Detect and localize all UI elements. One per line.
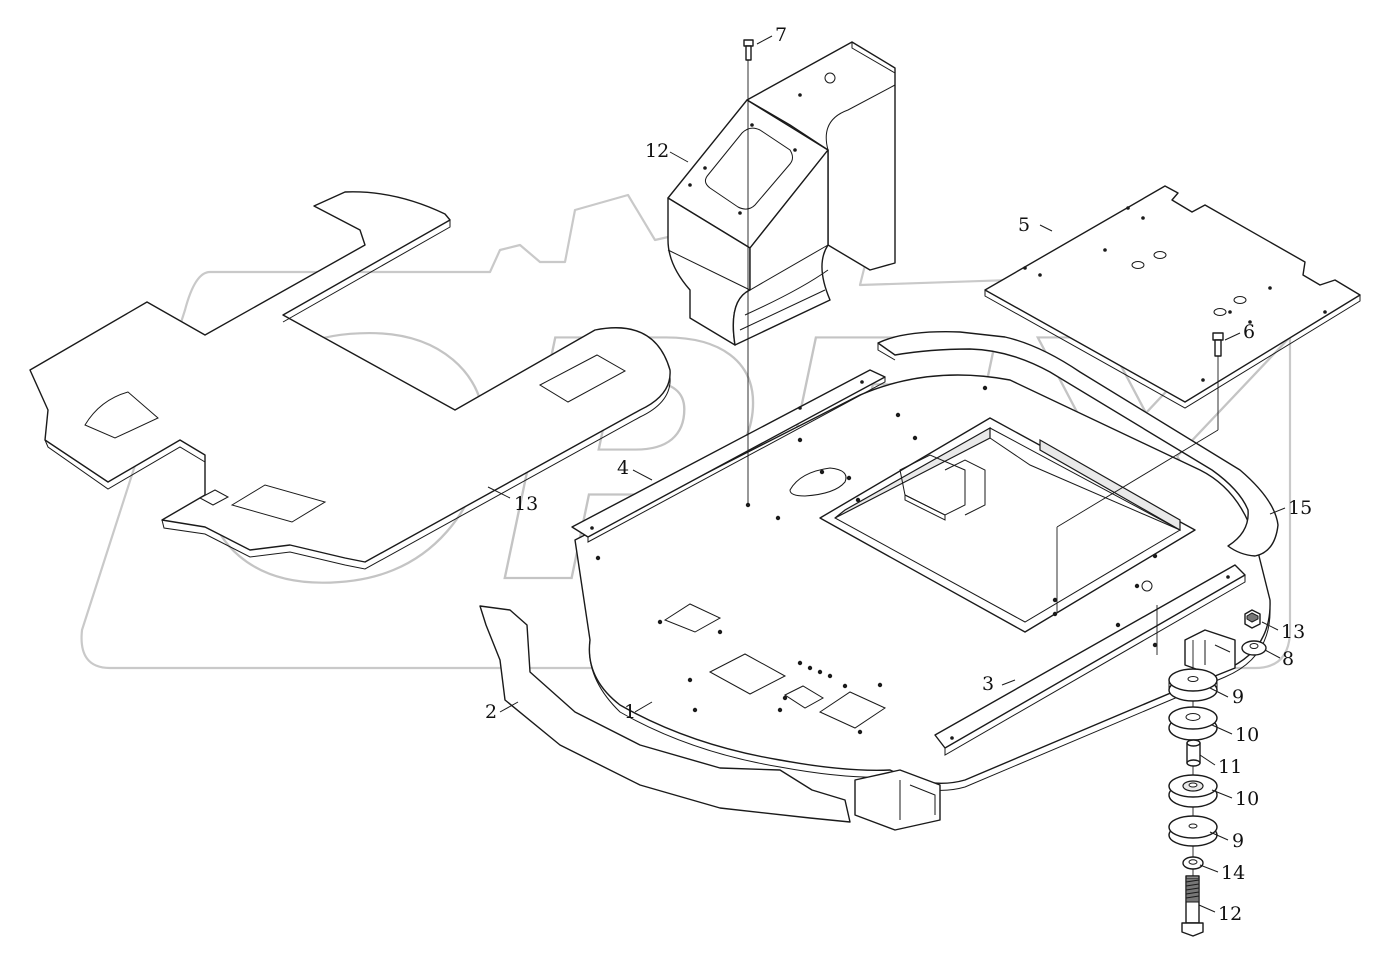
callout-7: 7 bbox=[775, 24, 787, 46]
floor-mat-cutout-oval bbox=[84, 391, 159, 439]
callout-c9a: 9 bbox=[1232, 686, 1244, 708]
callout-c2: 2 bbox=[485, 701, 497, 723]
callout-c8: 8 bbox=[1282, 648, 1294, 670]
floor-plate-bracket-front bbox=[854, 769, 941, 831]
console-top-opening bbox=[704, 127, 793, 210]
curved-rim-outline bbox=[877, 331, 1279, 557]
floor-plate-bracket-rear bbox=[1184, 629, 1236, 677]
part-7-bolt bbox=[743, 39, 754, 61]
floor-mat-outline bbox=[29, 191, 671, 563]
mount-stack bbox=[1168, 668, 1218, 937]
part-11-sleeve bbox=[1186, 739, 1201, 767]
floor-mat-edge bbox=[44, 439, 206, 490]
callout-15: 12 bbox=[645, 140, 669, 162]
part-17-curved-rim bbox=[877, 331, 1279, 557]
part-13-nut bbox=[1244, 609, 1261, 629]
callout-16: 13 bbox=[514, 493, 538, 515]
part-6-bolt bbox=[1212, 332, 1224, 357]
callout-c9b: 9 bbox=[1232, 830, 1244, 852]
part-14-small-washer bbox=[1182, 856, 1204, 870]
part-8-washer bbox=[1241, 640, 1267, 656]
part-12-long-bolt bbox=[1181, 875, 1204, 937]
part-10-upper-rubber bbox=[1168, 706, 1218, 741]
callout-4: 4 bbox=[617, 457, 629, 479]
floor-plate-cutout-1 bbox=[663, 603, 722, 633]
part-3-side-strip bbox=[934, 564, 1246, 756]
callout-17: 15 bbox=[1288, 497, 1312, 519]
part-9-lower-washer bbox=[1168, 815, 1218, 847]
console-right-face bbox=[732, 149, 831, 346]
callout-c3: 3 bbox=[982, 673, 994, 695]
callout-c10b: 10 bbox=[1235, 788, 1259, 810]
part-9-upper-washer bbox=[1168, 668, 1218, 702]
console-back-panel bbox=[746, 41, 896, 271]
part-1-floor-plate bbox=[574, 374, 1271, 831]
part-15-console-cover bbox=[667, 41, 896, 346]
part-16-floor-mat bbox=[29, 191, 671, 570]
part-4-trim-strip bbox=[571, 369, 886, 543]
part-5-cover-plate bbox=[984, 185, 1361, 409]
floor-plate-slot bbox=[789, 467, 847, 497]
callout-5: 5 bbox=[1018, 214, 1030, 236]
callout-c13: 13 bbox=[1281, 621, 1305, 643]
part-10-lower-rubber bbox=[1168, 774, 1218, 808]
callout-labels: 7 6 5 12 13 4 15 bbox=[514, 24, 1312, 519]
callout-c1: 1 bbox=[624, 701, 636, 723]
part-2-side-trim bbox=[479, 605, 851, 823]
callout-c14: 14 bbox=[1221, 862, 1245, 884]
callout-c10a: 10 bbox=[1235, 724, 1259, 746]
callout-c12: 12 bbox=[1218, 903, 1242, 925]
callout-c11: 11 bbox=[1218, 756, 1242, 778]
leader-lines bbox=[487, 35, 1286, 913]
floor-mat-cutout-rect bbox=[538, 354, 627, 403]
side-trim-outline bbox=[479, 605, 851, 823]
callout-6: 6 bbox=[1243, 321, 1255, 343]
